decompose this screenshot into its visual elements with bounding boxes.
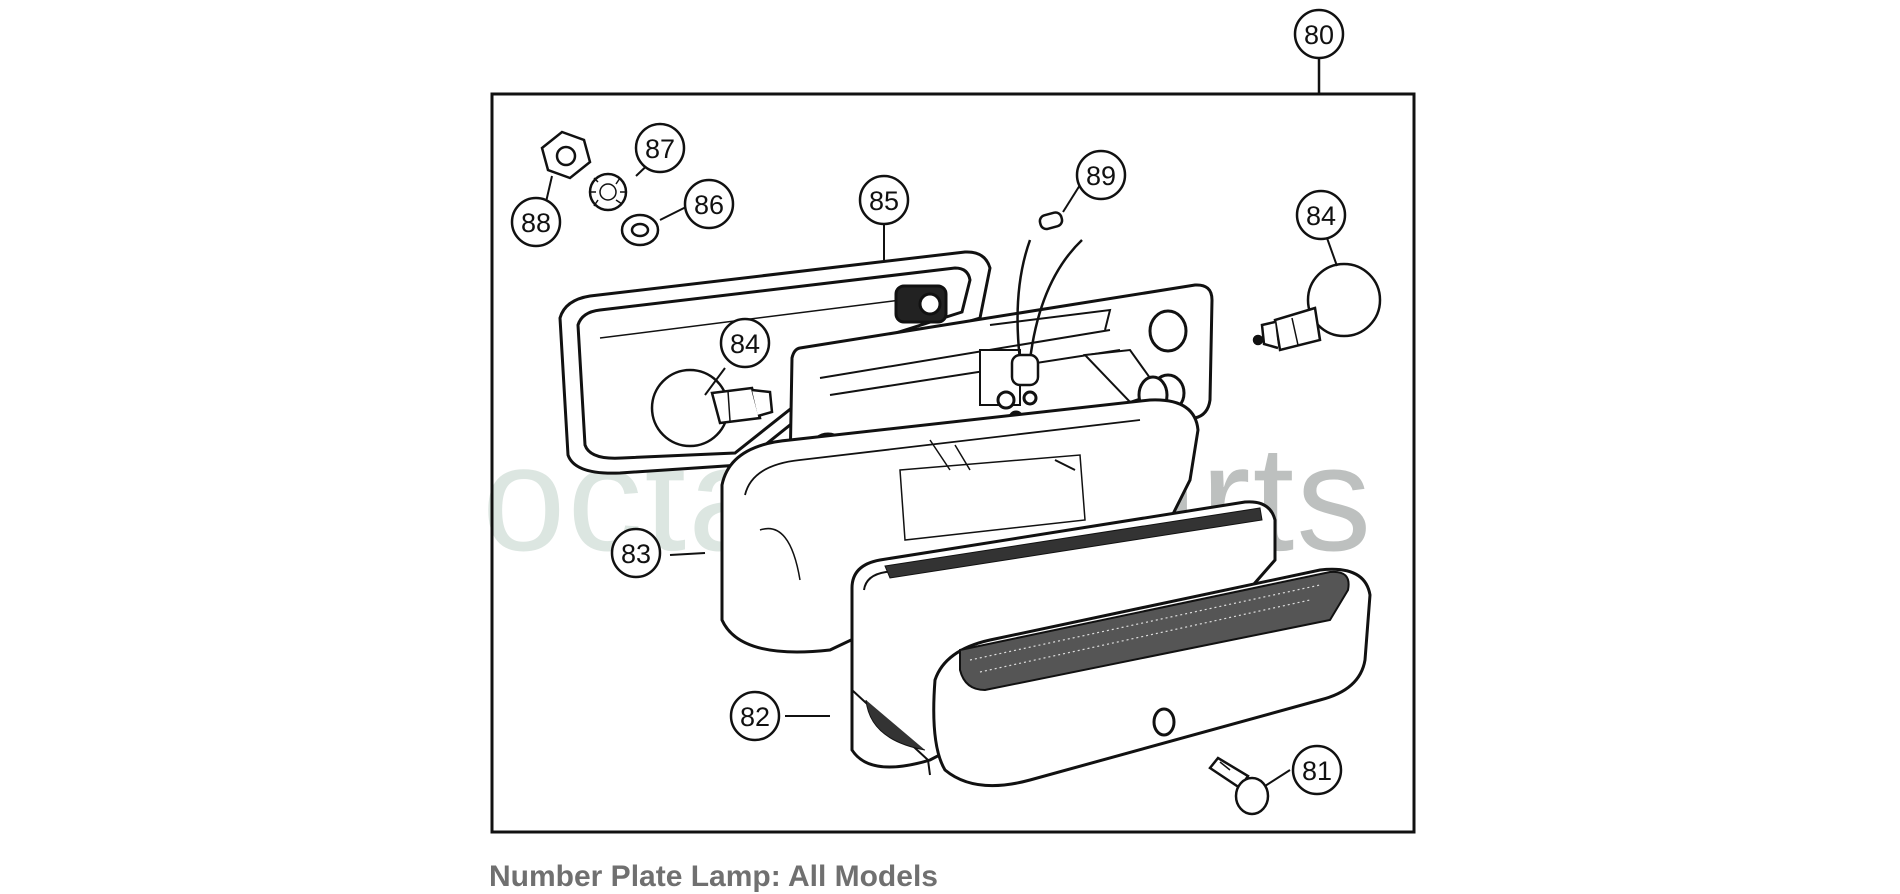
callout-80-label: 80 bbox=[1304, 20, 1334, 50]
callout-81-label: 81 bbox=[1302, 756, 1332, 786]
diagram-caption: Number Plate Lamp: All Models bbox=[489, 860, 938, 893]
callout-82-label: 82 bbox=[740, 702, 770, 732]
housing-front bbox=[932, 567, 1372, 788]
lens-part-83 bbox=[720, 398, 1200, 654]
fixings bbox=[540, 130, 660, 247]
callout-89-label: 89 bbox=[1086, 161, 1116, 191]
callout-83-label: 83 bbox=[621, 539, 651, 569]
callouts: 80 87 86 88 85 89 84 84 bbox=[510, 8, 1347, 796]
callout-86-label: 86 bbox=[694, 190, 724, 220]
callout-85-label: 85 bbox=[869, 186, 899, 216]
callout-88: 88 bbox=[510, 196, 562, 248]
callout-87-label: 87 bbox=[645, 134, 675, 164]
callout-85: 85 bbox=[858, 174, 910, 226]
screw-81 bbox=[1208, 756, 1270, 816]
callout-81: 81 bbox=[1291, 744, 1343, 796]
callout-87: 87 bbox=[634, 122, 686, 174]
wire-connector-89 bbox=[1010, 211, 1083, 387]
callout-84-right: 84 bbox=[1295, 189, 1347, 241]
callout-89: 89 bbox=[1075, 149, 1127, 201]
callout-86: 86 bbox=[683, 178, 735, 230]
callout-84-left: 84 bbox=[719, 317, 771, 369]
bulb-right bbox=[1252, 262, 1382, 352]
assembly-frame bbox=[490, 92, 1416, 834]
callout-82: 82 bbox=[729, 690, 781, 742]
callout-83: 83 bbox=[610, 527, 662, 579]
callout-84-right-label: 84 bbox=[1306, 201, 1336, 231]
callout-88-label: 88 bbox=[521, 208, 551, 238]
callout-84-left-label: 84 bbox=[730, 329, 760, 359]
callout-80: 80 bbox=[1293, 8, 1345, 60]
